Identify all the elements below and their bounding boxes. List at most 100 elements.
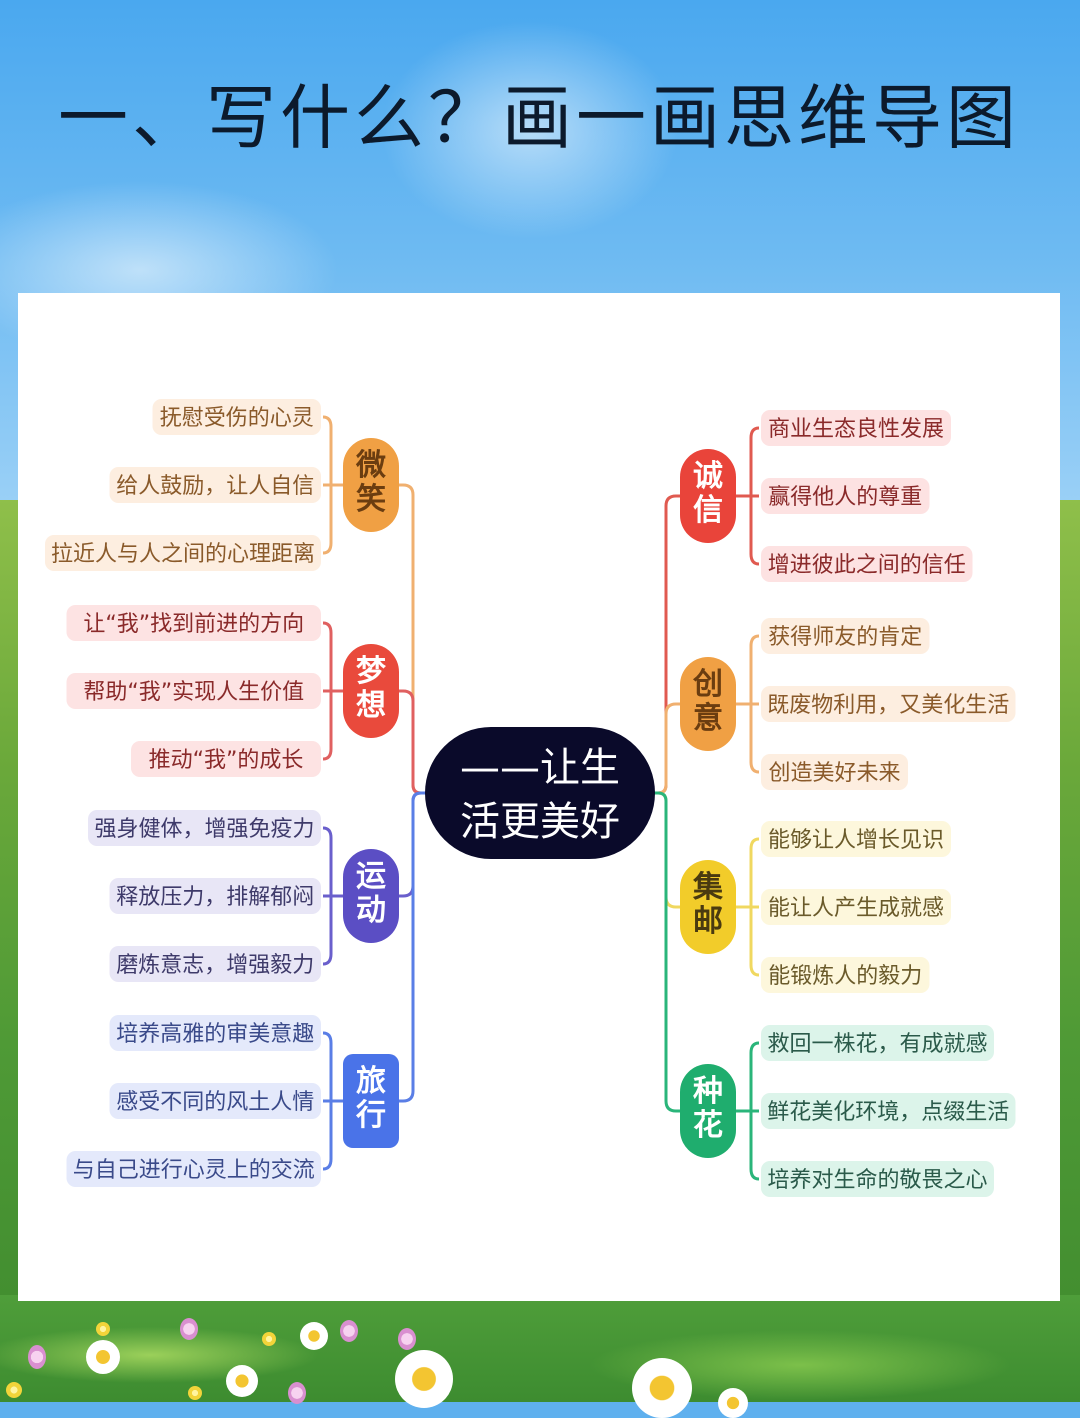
buttercup-decoration	[6, 1382, 22, 1398]
leaf-node[interactable]: 既废物利用，又美化生活	[761, 686, 1016, 722]
page-title: 一、写什么？画一画思维导图	[58, 77, 1020, 159]
leaf-node[interactable]: 创造美好未来	[761, 754, 908, 790]
topic-node-微笑[interactable]	[343, 438, 399, 532]
leaf-node-bg	[761, 410, 951, 446]
buttercup-decoration	[188, 1386, 202, 1400]
leaf-node[interactable]: 感受不同的风土人情	[109, 1083, 322, 1119]
leaf-node[interactable]: 鲜花美化环境，点缀生活	[761, 1093, 1016, 1129]
leaf-node[interactable]: 释放压力，排解郁闷	[109, 878, 322, 914]
leaf-node-bg	[761, 546, 973, 582]
daisy-decoration	[226, 1365, 258, 1397]
leaf-node[interactable]: 帮助“我”实现人生价值	[66, 673, 322, 709]
leaf-bracket-connector	[736, 426, 760, 566]
leaf-label: 感受不同的风土人情	[116, 1090, 314, 1115]
leaf-label: 让“我”找到前进的方向	[83, 612, 304, 637]
topic-node-诚信[interactable]	[680, 449, 736, 543]
center-node-bg	[425, 727, 655, 859]
leaf-node-bg	[45, 535, 321, 571]
trunk-connector	[399, 791, 430, 1103]
leaf-node-bg	[761, 821, 951, 857]
cloud	[380, 20, 680, 240]
daisy-decoration	[718, 1388, 748, 1418]
leaf-node-bg	[66, 605, 321, 641]
topic-label: 行	[355, 1098, 386, 1133]
leaf-node-bg	[109, 878, 321, 914]
leaf-node[interactable]: 能锻炼人的毅力	[761, 957, 930, 993]
leaf-node[interactable]: 培养高雅的审美意趣	[109, 1015, 322, 1051]
leaf-node-bg	[109, 1015, 321, 1051]
buttercup-decoration	[96, 1322, 110, 1336]
topic-label: 旅	[356, 1064, 386, 1099]
leaf-node[interactable]: 拉近人与人之间的心理距离	[45, 535, 321, 571]
daisy-decoration	[300, 1322, 328, 1350]
leaf-bracket-connector	[736, 634, 760, 774]
trunk-connector	[650, 702, 680, 795]
clover-flower-decoration	[180, 1318, 198, 1340]
leaf-node-bg	[109, 467, 321, 503]
leaf-label: 培养高雅的审美意趣	[116, 1022, 314, 1047]
leaf-node[interactable]: 赢得他人的尊重	[761, 478, 930, 514]
leaf-node-bg	[761, 1025, 994, 1061]
topic-label: 微	[355, 448, 386, 483]
topic-label: 邮	[693, 904, 723, 939]
leaf-label: 给人鼓励，让人自信	[116, 474, 314, 499]
leaf-node[interactable]: 与自己进行心灵上的交流	[66, 1151, 322, 1187]
daisy-decoration	[395, 1350, 453, 1408]
leaf-node[interactable]: 强身健体，增强免疫力	[88, 810, 321, 846]
leaf-node[interactable]: 磨炼意志，增强毅力	[109, 946, 322, 982]
leaf-bracket-connector	[322, 1031, 343, 1171]
topic-node-运动[interactable]	[343, 849, 399, 943]
trunk-connector	[399, 689, 430, 795]
leaf-node[interactable]: 给人鼓励，让人自信	[109, 467, 322, 503]
center-label-line2: 活更美好	[460, 799, 620, 845]
leaf-label: 鲜花美化环境，点缀生活	[767, 1100, 1009, 1125]
topic-label: 创	[692, 667, 723, 702]
leaf-node[interactable]: 救回一株花，有成就感	[761, 1025, 994, 1061]
leaf-node[interactable]: 能让人产生成就感	[761, 889, 951, 925]
leaf-node[interactable]: 培养对生命的敬畏之心	[761, 1161, 994, 1197]
clover-flower-decoration	[28, 1345, 46, 1369]
topic-node-梦想[interactable]	[343, 644, 399, 738]
topic-node-旅行[interactable]	[343, 1054, 399, 1148]
leaf-node[interactable]: 增进彼此之间的信任	[761, 546, 973, 582]
leaf-label: 帮助“我”实现人生价值	[83, 680, 304, 705]
buttercup-decoration	[262, 1332, 276, 1346]
leaf-node-bg	[66, 1151, 321, 1187]
topic-label: 意	[693, 701, 723, 736]
clover-flower-decoration	[398, 1328, 416, 1350]
topic-node-集邮[interactable]	[680, 860, 736, 954]
topic-label: 动	[356, 893, 386, 928]
leaf-node[interactable]: 推动“我”的成长	[131, 741, 321, 777]
trunk-connector	[650, 791, 680, 1113]
leaf-node-bg	[152, 399, 321, 435]
leaf-label: 拉近人与人之间的心理距离	[51, 542, 315, 567]
leaf-node[interactable]: 让“我”找到前进的方向	[66, 605, 322, 641]
topic-node-创意[interactable]	[680, 657, 736, 751]
topic-label: 信	[693, 493, 723, 528]
leaf-node[interactable]: 能够让人增长见识	[761, 821, 951, 857]
leaf-node-bg	[109, 946, 321, 982]
center-label-line1: ——让生	[460, 745, 620, 791]
topic-label: 花	[693, 1108, 723, 1143]
leaf-node[interactable]: 抚慰受伤的心灵	[152, 399, 322, 435]
leaf-node[interactable]: 获得师友的肯定	[761, 618, 930, 654]
leaf-label: 既废物利用，又美化生活	[767, 693, 1009, 718]
leaf-label: 抚慰受伤的心灵	[160, 406, 314, 431]
topic-node-种花[interactable]	[680, 1064, 736, 1158]
leaf-label: 强身健体，增强免疫力	[94, 817, 314, 842]
leaf-node-bg	[761, 754, 908, 790]
leaf-node[interactable]: 商业生态良性发展	[761, 410, 951, 446]
mindmap-panel: 微笑抚慰受伤的心灵给人鼓励，让人自信拉近人与人之间的心理距离梦想让“我”找到前进…	[18, 293, 1060, 1301]
leaf-node-bg	[131, 741, 321, 777]
leaf-label: 商业生态良性发展	[768, 417, 944, 442]
leaf-label: 增进彼此之间的信任	[768, 553, 966, 578]
leaf-node-bg	[761, 618, 930, 654]
